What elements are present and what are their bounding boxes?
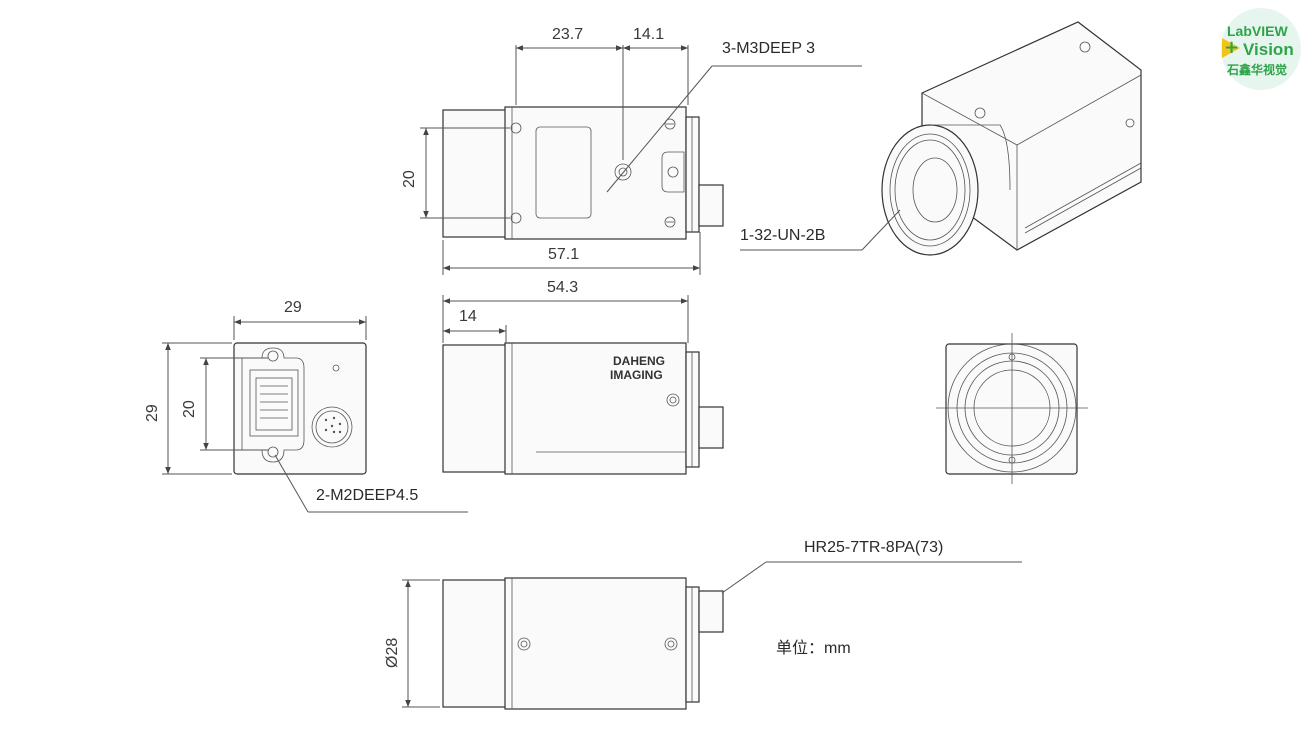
callout-thread: 1-32-UN-2B [740,227,825,244]
side-lens-barrel [442,344,507,473]
dim-20-back: 20 [181,400,198,418]
iso-view: 1-32-UN-2B [740,21,1142,256]
top-camera-body [504,106,687,240]
dim-20-top: 20 [401,170,418,188]
io-connector-icon [311,406,353,448]
side-connector [698,406,724,449]
callout-m3-screw: 3-M3DEEP 3 [722,40,815,57]
screw-hole-icon [510,212,522,224]
top-label-window [535,126,592,219]
top-rear-plate [685,116,700,233]
bottom-connector [698,590,724,633]
top-lens-barrel [442,109,507,238]
iso-lens-mount [881,124,979,256]
logo-text-line2: Vision [1243,40,1294,59]
dim-diameter: Ø28 [384,638,401,668]
m3-screw-hole-icon [614,163,632,181]
screw-hole-icon [510,122,522,134]
callout-m2-screw: 2-M2DEEP4.5 [316,487,418,504]
dim-29-width: 29 [284,299,302,316]
led-indicator-icon [332,364,340,372]
bottom-camera-body [504,577,687,710]
front-view [936,333,1088,484]
back-view: 29 29 20 2-M2DEEP4.5 [144,299,468,513]
side-view: DAHENG IMAGING 54.3 14 [442,279,724,475]
bottom-view: Ø28 HR25-7TR-8PA(73) [384,539,1022,710]
labview-vision-logo: LabVIEW + Vision 石鑫华视觉 [1221,8,1301,90]
logo-text-line3: 石鑫华视觉 [1227,63,1288,77]
bottom-lens-barrel [442,579,507,708]
dim-14-1: 14.1 [633,26,664,43]
dim-29-height: 29 [144,404,161,422]
callout-connector: HR25-7TR-8PA(73) [804,539,943,556]
top-view: 23.7 14.1 20 3-M3DEEP 3 57.1 [401,26,862,275]
brand-logo-line1: DAHENG [613,354,665,368]
ethernet-housing [241,347,305,463]
logo-plus-icon: + [1224,37,1240,58]
dim-23-7: 23.7 [552,26,583,43]
top-connector [698,184,724,227]
dim-57-1: 57.1 [548,246,579,263]
brand-logo-line2: IMAGING [610,368,663,382]
unit-note: 单位：mm [776,639,851,657]
dim-14: 14 [459,308,477,325]
back-plate [233,342,367,475]
logo-text-line1: LabVIEW [1227,23,1288,39]
dim-54-3: 54.3 [547,279,578,296]
ethernet-port-icon [249,369,299,437]
